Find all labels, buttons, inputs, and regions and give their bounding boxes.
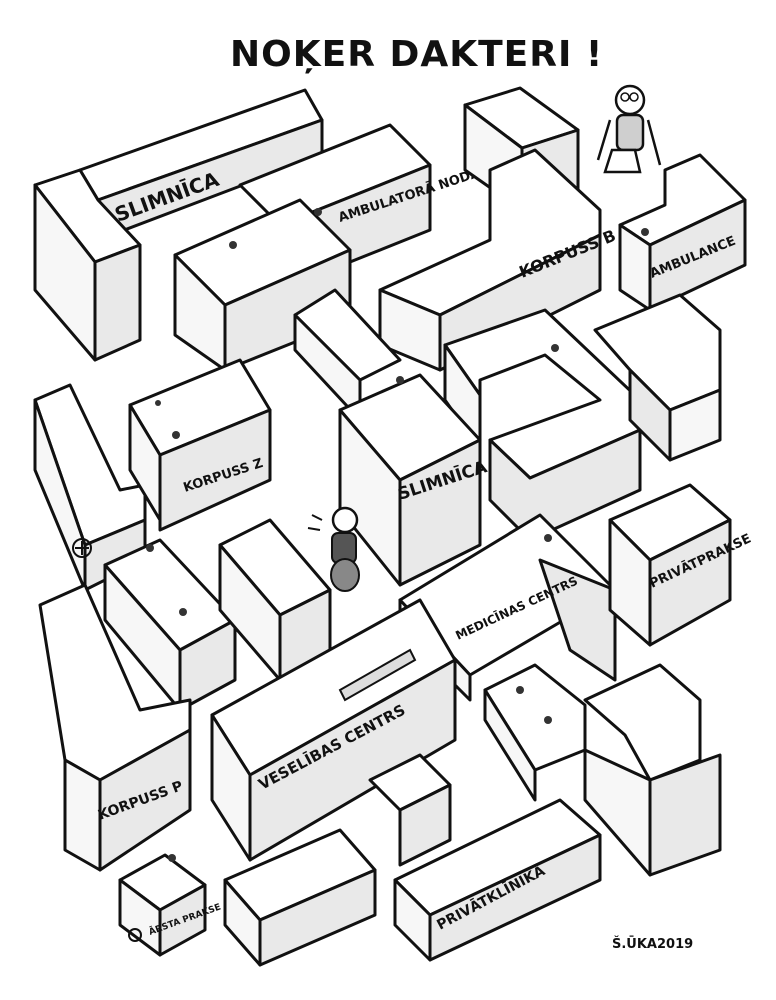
building-veselibas-centrs: VESELĪBAS CENTRS — [210, 598, 457, 862]
page-title: NOĶER DAKTERI ! — [230, 34, 603, 75]
patient-scooter-character — [307, 506, 360, 592]
building-far-right — [593, 293, 722, 462]
doctor-character — [596, 84, 662, 174]
building-ambulance: AMBULANCE — [618, 153, 747, 312]
building-mid-right-loop — [443, 308, 642, 542]
building-house-top — [173, 198, 352, 372]
building-bottom-center — [223, 753, 452, 967]
artist-signature: Š.ŪKA2019 — [612, 936, 693, 952]
building-bottom-right — [483, 663, 722, 877]
building-arsta-prakse: ĀRSTA PRAKSE — [118, 853, 222, 957]
building-center-block — [293, 288, 402, 422]
building-korpuss-b: KORPUSS B — [378, 148, 618, 372]
building-house-left — [103, 538, 237, 712]
building-korpuss-z: KORPUSS Z — [128, 358, 272, 532]
building-korpuss-p: KORPUSS P — [38, 583, 192, 872]
building-privatprakse: PRIVĀTPRAKSE — [608, 483, 754, 647]
building-slimnica-center: SLIMNĪCA — [338, 373, 490, 587]
